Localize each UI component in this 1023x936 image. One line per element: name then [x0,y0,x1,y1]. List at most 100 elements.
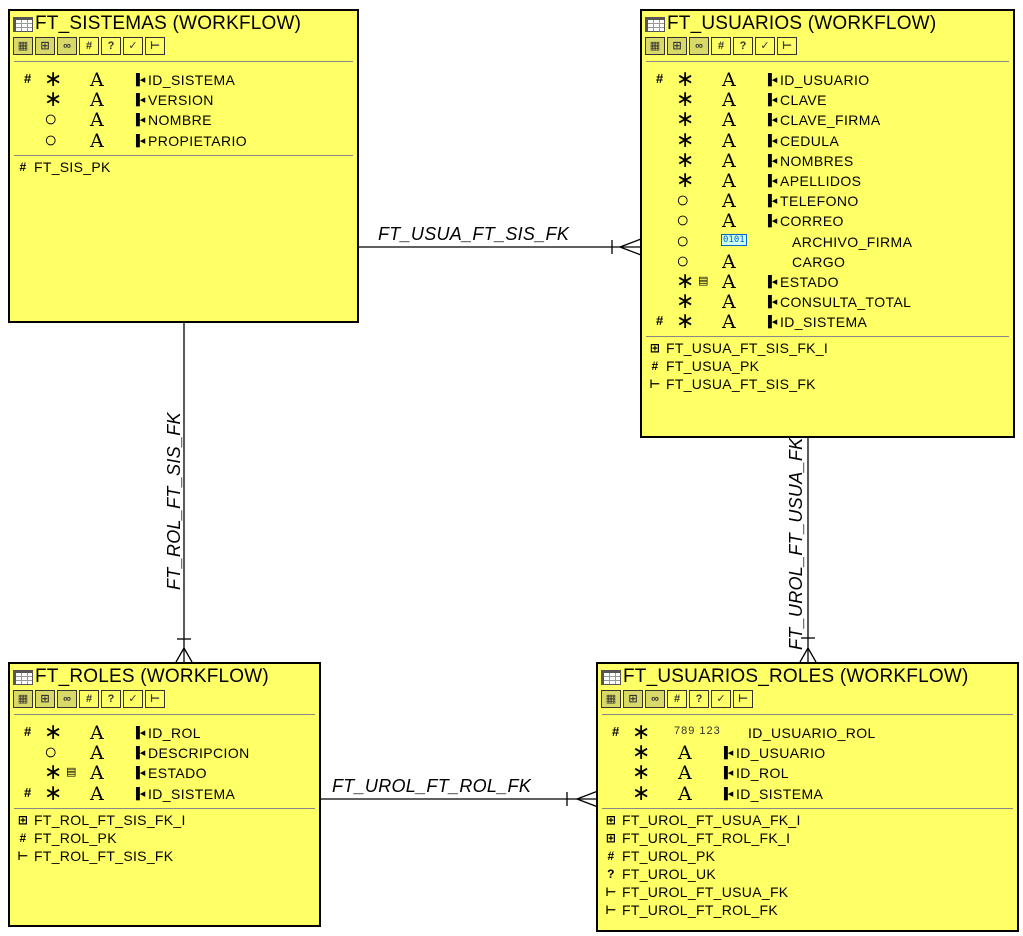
column-row[interactable]: ∗A▐◂APELLIDOS [642,168,1013,192]
index-row[interactable]: #FT_USUA_PK [642,357,1013,375]
index-name: FT_ROL_PK [34,829,117,846]
check-icon[interactable]: ✓ [123,37,143,55]
columns-icon[interactable]: ▦ [13,690,33,708]
indexes-icon[interactable]: ⊞ [35,37,55,55]
index-row[interactable]: ⊢FT_USUA_FT_SIS_FK [642,375,1013,393]
column-row[interactable]: #∗A▐◂ID_SISTEMA [10,68,357,92]
text-type-icon: A [90,129,104,152]
rel-line-urol-usua[interactable] [799,437,817,663]
hash-icon[interactable]: # [79,37,99,55]
column-row[interactable]: ∗A▐◂ID_SISTEMA [598,781,1017,805]
entity-ft-sistemas[interactable]: FT_SISTEMAS (WORKFLOW) ▦⊞∞#?✓⊢ #∗A▐◂ID_S… [8,9,359,323]
index-row[interactable]: ⊞FT_UROL_FT_ROL_FK_I [598,829,1017,847]
hash-icon[interactable]: # [711,37,731,55]
columns-icon[interactable]: ▦ [13,37,33,55]
unique-key-icon[interactable]: ? [689,690,709,708]
index-row[interactable]: #FT_UROL_PK [598,847,1017,865]
hash-icon[interactable]: # [79,690,99,708]
columns-icon[interactable]: ▦ [601,690,621,708]
index-row[interactable]: ⊢FT_UROL_FT_ROL_FK [598,901,1017,919]
column-row[interactable]: ○A▐◂CORREO [642,209,1013,233]
glasses-icon[interactable]: ∞ [645,690,665,708]
entity-ft-usuarios-roles[interactable]: FT_USUARIOS_ROLES (WORKFLOW) ▦⊞∞#?✓⊢ #∗7… [596,662,1019,932]
check-icon[interactable]: ✓ [755,37,775,55]
unique-key-icon[interactable]: ? [733,37,753,55]
indexes-icon[interactable]: ⊞ [35,690,55,708]
index-name: FT_UROL_PK [622,847,716,864]
table-icon [601,669,621,685]
column-flag-icon: ▐◂ [132,767,146,780]
column-flag-icon: ▐◂ [764,134,778,147]
column-name: ID_SISTEMA [148,72,236,88]
column-row[interactable]: ∗A▐◂NOMBRES [642,148,1013,172]
foreign-key-icon[interactable]: ⊢ [733,690,753,708]
column-row[interactable]: ∗▤A▐◂ESTADO [10,761,319,785]
index-row[interactable]: ⊢FT_UROL_FT_USUA_FK [598,883,1017,901]
unique-key-icon[interactable]: ? [101,37,121,55]
column-flag-icon: ▐◂ [764,94,778,107]
column-row[interactable]: ○A▐◂PROPIETARIO [10,128,357,152]
column-flag-icon: ▐◂ [132,727,146,739]
column-name: CLAVE [780,92,827,109]
check-icon[interactable]: ✓ [711,690,731,708]
unique-key-icon[interactable]: ? [101,690,121,708]
column-row[interactable]: ○A▐◂DESCRIPCION [10,741,319,765]
column-name: ID_SISTEMA [780,314,868,331]
index-row[interactable]: ?FT_UROL_UK [598,865,1017,883]
column-row[interactable]: #∗A▐◂ID_USUARIO [642,68,1013,92]
column-name: CLAVE_FIRMA [780,112,881,129]
divider [602,714,1013,715]
foreign-key-icon[interactable]: ⊢ [777,37,797,55]
mandatory-marker: ∗ [632,739,651,765]
index-row[interactable]: ⊞FT_UROL_FT_USUA_FK_I [598,811,1017,829]
indexes-icon[interactable]: ⊞ [623,690,643,708]
column-row[interactable]: #∗A▐◂ID_SISTEMA [10,781,319,805]
rel-line-urol-rol[interactable] [320,790,599,808]
column-name: CARGO [792,253,846,270]
index-row[interactable]: #FT_ROL_PK [10,829,319,847]
column-row[interactable]: ∗A▐◂CLAVE_FIRMA [642,108,1013,132]
column-row[interactable]: ○A▐◂TELEFONO [642,187,1013,213]
index-row[interactable]: ⊞FT_ROL_FT_SIS_FK_I [10,811,319,829]
index-list: ⊞FT_USUA_FT_SIS_FK_I#FT_USUA_PK⊢FT_USUA_… [642,337,1013,393]
column-row[interactable]: ∗A▐◂CONSULTA_TOTAL [642,290,1013,314]
column-row[interactable]: #∗A▐◂ID_SISTEMA [642,310,1013,334]
column-flag-icon: ▐◂ [132,114,146,127]
column-row[interactable]: ∗A▐◂VERSION [10,88,357,112]
column-row[interactable]: ○A▐◂NOMBRE [10,108,357,132]
column-row[interactable]: ∗A▐◂CEDULA [642,126,1013,152]
foreign-key-icon[interactable]: ⊢ [145,37,165,55]
index-row[interactable]: ⊞FT_USUA_FT_SIS_FK_I [642,339,1013,357]
column-flag-icon: ▐◂ [132,787,146,800]
glasses-icon[interactable]: ∞ [57,690,77,708]
mandatory-marker: ○ [676,187,690,213]
entity-ft-roles[interactable]: FT_ROLES (WORKFLOW) ▦⊞∞#?✓⊢ #∗A▐◂ID_ROL○… [8,662,321,927]
check-icon[interactable]: ✓ [123,690,143,708]
glasses-icon[interactable]: ∞ [689,37,709,55]
column-name: ID_USUARIO [736,745,826,762]
column-flag-icon: ▐◂ [132,94,146,107]
index-icon: ⊞ [649,341,661,356]
column-row[interactable]: ∗A▐◂ID_ROL [598,759,1017,785]
index-row[interactable]: #FT_SIS_PK [10,158,357,176]
column-row[interactable]: ∗A▐◂ID_USUARIO [598,739,1017,765]
hash-icon[interactable]: # [667,690,687,708]
columns-icon[interactable]: ▦ [645,37,665,55]
entity-ft-usuarios[interactable]: FT_USUARIOS (WORKFLOW) ▦⊞∞#?✓⊢ #∗A▐◂ID_U… [640,9,1015,438]
indexes-icon[interactable]: ⊞ [667,37,687,55]
rel-line-rol-sis[interactable] [175,322,193,663]
foreign-key-icon[interactable]: ⊢ [145,690,165,708]
glasses-icon[interactable]: ∞ [57,37,77,55]
mandatory-marker: ∗ [676,126,695,152]
column-row[interactable]: #∗A▐◂ID_ROL [10,721,319,745]
entity-toolbar: ▦⊞∞#?✓⊢ [10,690,319,712]
index-row[interactable]: ⊢FT_ROL_FT_SIS_FK [10,847,319,865]
column-row[interactable]: ∗▤A▐◂ESTADO [642,269,1013,293]
mandatory-marker: ∗ [632,759,651,785]
rel-line-usua-sis[interactable] [358,238,642,256]
text-type-icon: A [722,291,736,314]
column-row[interactable]: ∗A▐◂CLAVE [642,88,1013,112]
